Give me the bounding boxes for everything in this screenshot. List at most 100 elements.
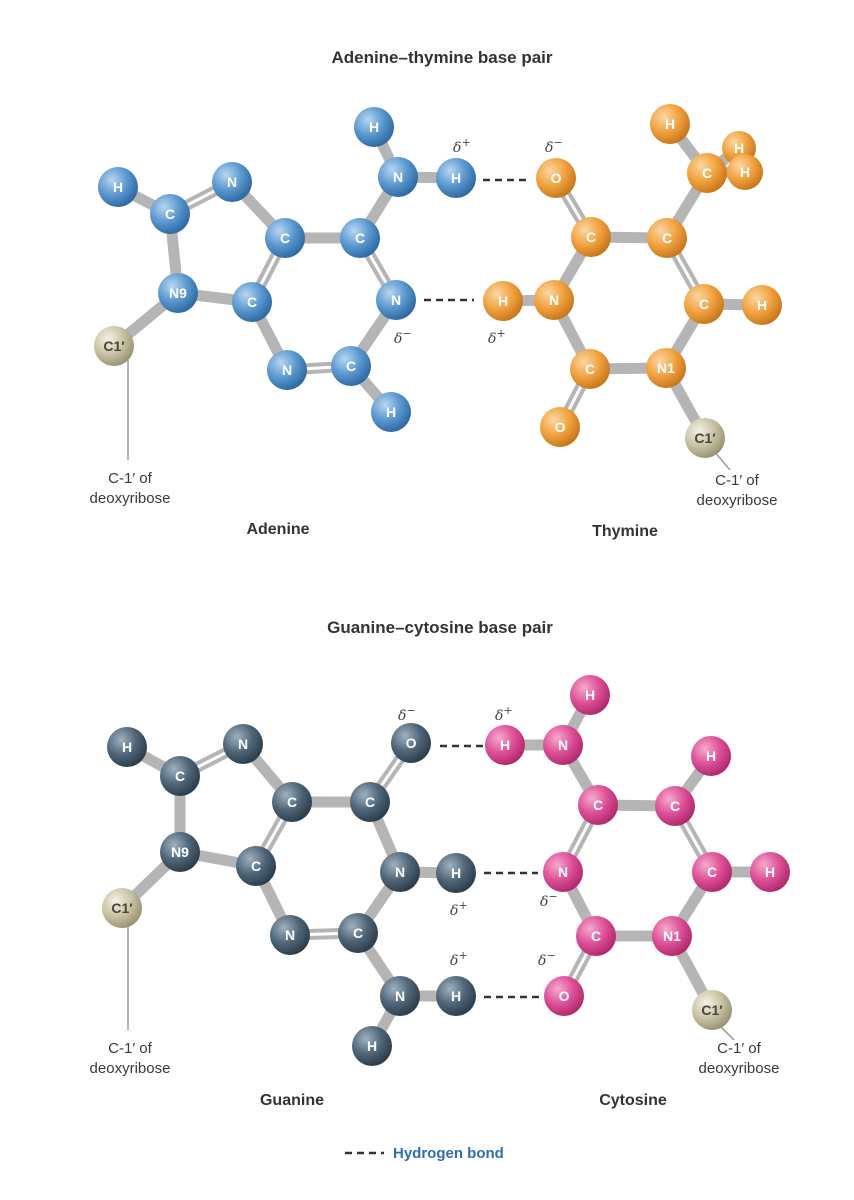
hydrogen-bonds-gc (440, 744, 540, 999)
svg-text:C: C (251, 858, 261, 874)
svg-text:H: H (386, 404, 396, 420)
atom-H: H (436, 853, 476, 893)
c1-deoxyribose-note: deoxyribose (90, 490, 171, 507)
svg-text:H: H (451, 988, 461, 1004)
svg-text:H: H (451, 170, 461, 186)
atom-N: N (376, 280, 416, 320)
atom-N9: N9 (160, 832, 200, 872)
partial-charge-label: δ+ (450, 949, 468, 969)
svg-text:H: H (765, 864, 775, 880)
svg-text:H: H (369, 119, 379, 135)
atom-C: C (576, 916, 616, 956)
atom-H: H (570, 675, 610, 715)
atom-H: H (354, 107, 394, 147)
svg-text:H: H (585, 687, 595, 703)
atom-C: C (232, 282, 272, 322)
atom-H: H (107, 727, 147, 767)
atom-H: H (650, 104, 690, 144)
svg-text:N: N (558, 864, 568, 880)
atom-N: N (380, 976, 420, 1016)
atom-N: N (543, 852, 583, 892)
partial-charge-label: δ− (394, 327, 412, 347)
svg-text:H: H (665, 116, 675, 132)
atom-C: C (571, 217, 611, 257)
svg-text:C: C (707, 864, 717, 880)
c1-deoxyribose-note: C-1′ of (108, 470, 152, 487)
svg-text:N1: N1 (663, 928, 681, 944)
atom-C: C (647, 218, 687, 258)
atom-C1-prime: C1′ (685, 418, 725, 458)
c1-deoxyribose-note: C-1′ of (108, 1040, 152, 1057)
svg-text:H: H (757, 297, 767, 313)
svg-text:C: C (346, 358, 356, 374)
svg-text:C: C (353, 925, 363, 941)
atom-C: C (160, 756, 200, 796)
atom-C: C (150, 194, 190, 234)
svg-text:C1′: C1′ (694, 430, 716, 446)
svg-text:C: C (702, 165, 712, 181)
panel-title-at: Adenine–thymine base pair (331, 48, 552, 67)
c1-deoxyribose-note: deoxyribose (90, 1060, 171, 1077)
svg-text:N: N (395, 864, 405, 880)
c1-leaders-at (127, 360, 731, 471)
svg-text:C: C (165, 206, 175, 222)
svg-text:H: H (367, 1038, 377, 1054)
partial-charge-label: δ+ (495, 704, 513, 724)
svg-text:C: C (670, 798, 680, 814)
svg-text:C: C (365, 794, 375, 810)
atom-C: C (692, 852, 732, 892)
atom-C: C (338, 913, 378, 953)
c1-deoxyribose-note: C-1′ of (717, 1040, 761, 1057)
partial-charge-label: δ− (540, 890, 558, 910)
svg-text:H: H (500, 737, 510, 753)
atom-H: H (436, 976, 476, 1016)
atom-N: N (223, 724, 263, 764)
svg-text:C: C (585, 361, 595, 377)
c1-deoxyribose-note: deoxyribose (697, 492, 778, 509)
atom-N: N (534, 280, 574, 320)
atom-C1-prime: C1′ (94, 326, 134, 366)
molecule-name-thymine: Thymine (592, 523, 658, 540)
atom-H: H (691, 736, 731, 776)
svg-text:H: H (498, 293, 508, 309)
molecule-name-guanine: Guanine (260, 1092, 324, 1109)
atom-C: C (331, 346, 371, 386)
svg-text:H: H (734, 140, 744, 156)
svg-text:H: H (740, 164, 750, 180)
atom-N1: N1 (652, 916, 692, 956)
atom-C: C (578, 785, 618, 825)
svg-text:N: N (549, 292, 559, 308)
partial-charges-at: δ+ δ− δ− δ+ (394, 136, 563, 347)
atom-H: H (750, 852, 790, 892)
svg-text:C: C (586, 229, 596, 245)
molecule-name-adenine: Adenine (246, 521, 309, 538)
atom-C: C (655, 786, 695, 826)
atom-N: N (543, 725, 583, 765)
svg-text:C: C (355, 230, 365, 246)
atom-O: O (540, 407, 580, 447)
svg-text:N: N (285, 927, 295, 943)
atom-N: N (267, 350, 307, 390)
svg-text:N: N (282, 362, 292, 378)
svg-text:C: C (287, 794, 297, 810)
atom-C: C (272, 782, 312, 822)
svg-text:N: N (391, 292, 401, 308)
svg-text:N: N (395, 988, 405, 1004)
hydrogen-bonds-at (424, 178, 528, 302)
atom-N9: N9 (158, 273, 198, 313)
atom-H: H (485, 725, 525, 765)
svg-text:O: O (559, 988, 570, 1004)
svg-text:C1′: C1′ (111, 900, 133, 916)
atom-N1: N1 (646, 348, 686, 388)
svg-text:C: C (280, 230, 290, 246)
svg-text:N9: N9 (171, 844, 189, 860)
partial-charge-label: δ+ (488, 327, 506, 347)
atom-C: C (684, 284, 724, 324)
cytosine-atoms: H N H H C C N C H C N1 O C1′ (485, 675, 790, 1030)
svg-text:N: N (393, 169, 403, 185)
svg-text:O: O (555, 419, 566, 435)
atom-C: C (236, 846, 276, 886)
atom-H: H (483, 281, 523, 321)
atom-C: C (687, 153, 727, 193)
legend: Hydrogen bond (345, 1145, 504, 1162)
